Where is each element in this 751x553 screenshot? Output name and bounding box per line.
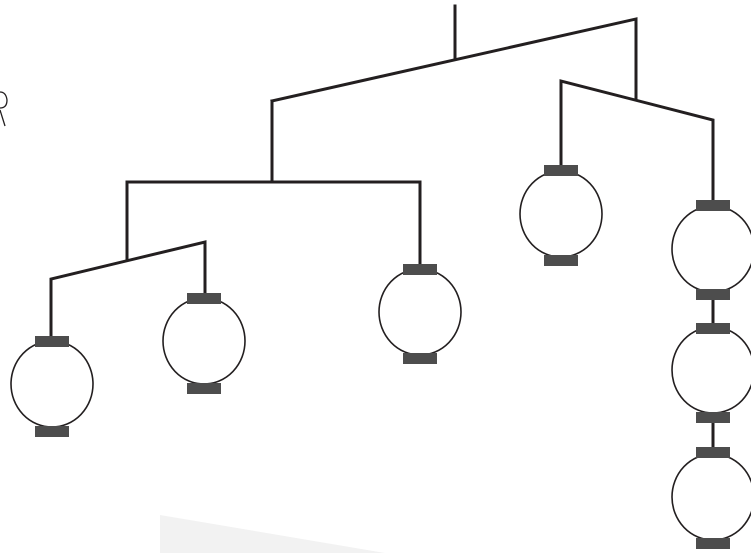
mobile-rods: [49, 4, 715, 452]
lower-left-beam: [49, 240, 207, 338]
lantern-top-cap: [187, 293, 221, 304]
lantern-body: [10, 340, 94, 428]
lantern-3: [378, 264, 462, 364]
lantern-2: [162, 293, 246, 394]
right-sub-beam: [559, 79, 715, 203]
lantern-body: [671, 326, 751, 414]
lantern-bottom-cap: [544, 255, 578, 266]
lantern-7: [671, 447, 751, 549]
lantern-bottom-cap: [403, 353, 437, 364]
lantern-bottom-cap: [696, 538, 730, 549]
lantern-6: [671, 323, 751, 423]
lantern-top-cap: [696, 323, 730, 334]
main-beam: [270, 17, 638, 103]
lantern-bottom-cap: [187, 383, 221, 394]
lantern-top-cap: [544, 165, 578, 176]
background-shadow: [160, 515, 385, 553]
lantern-body: [378, 268, 462, 356]
lantern-top-cap: [696, 200, 730, 211]
lantern-body: [162, 297, 246, 385]
lantern-5: [671, 200, 751, 300]
lantern-body: [671, 205, 751, 293]
lantern-1: [10, 336, 94, 437]
edge-fragment: [0, 91, 8, 127]
lantern-body: [671, 453, 751, 541]
lantern-body: [519, 170, 603, 258]
lantern-top-cap: [696, 447, 730, 458]
lantern-bottom-cap: [35, 426, 69, 437]
lantern-bottom-cap: [696, 289, 730, 300]
lantern-top-cap: [35, 336, 69, 347]
left-sub-beam: [125, 180, 422, 266]
lantern-top-cap: [403, 264, 437, 275]
lantern-4: [519, 165, 603, 266]
lantern-bottom-cap: [696, 412, 730, 423]
